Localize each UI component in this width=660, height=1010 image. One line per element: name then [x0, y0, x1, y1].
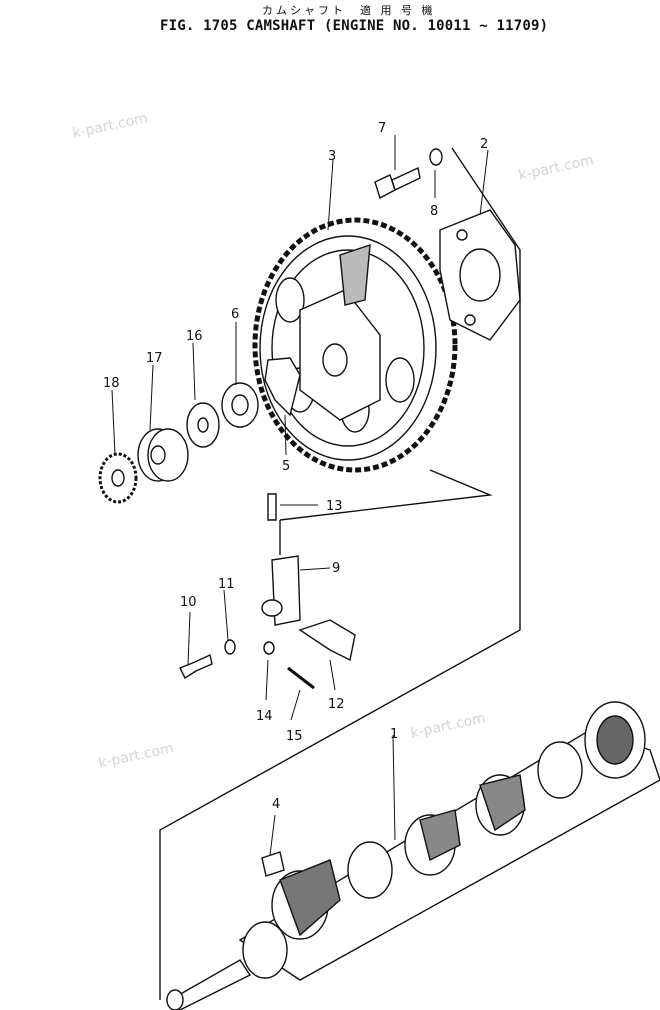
- spacer-17: [137, 428, 189, 482]
- lever-9: [261, 555, 301, 626]
- washer-16: [186, 402, 220, 448]
- label-17: 17: [146, 351, 163, 366]
- gear-18: [98, 452, 138, 504]
- assembly-frame-line: [279, 469, 493, 521]
- label-4: 4: [272, 797, 280, 812]
- label-10: 10: [180, 595, 197, 610]
- label-12: 12: [328, 697, 345, 712]
- cam-gear: [252, 217, 458, 473]
- label-6: 6: [231, 307, 239, 322]
- nut-6: [221, 382, 259, 428]
- label-15: 15: [286, 729, 303, 744]
- bolt-7: [374, 166, 421, 200]
- pin-15: [287, 666, 315, 690]
- washer-11: [224, 639, 236, 655]
- label-2: 2: [480, 137, 488, 152]
- bolt-10: [179, 653, 213, 680]
- label-3: 3: [328, 149, 336, 164]
- washer-8: [429, 148, 443, 166]
- part-number-labels: 2 3 7 8 6 16 17 18 5 13 9 11 10 12 14 15…: [103, 121, 488, 812]
- label-1: 1: [390, 727, 398, 742]
- washer-14: [263, 641, 275, 655]
- label-16: 16: [186, 329, 203, 344]
- thrust-plate: [439, 209, 521, 341]
- label-18: 18: [103, 376, 120, 391]
- label-13: 13: [326, 499, 343, 514]
- leader-lines: [111, 135, 489, 856]
- figure-title: FIG. 1705 CAMSHAFT (ENGINE NO. 10011 ~ 1…: [160, 18, 549, 34]
- camshaft: [166, 701, 660, 1010]
- arm-12: [298, 619, 356, 662]
- label-9: 9: [332, 561, 340, 576]
- pin-13: [267, 493, 277, 521]
- label-5: 5: [282, 459, 290, 474]
- woodruff-key: [261, 851, 285, 877]
- lock-plate: [264, 357, 301, 417]
- label-14: 14: [256, 709, 273, 724]
- title-japanese: カムシャフト 適 用 号 機: [262, 4, 436, 17]
- label-7: 7: [378, 121, 386, 136]
- label-8: 8: [430, 204, 438, 219]
- assembly-frame-line: [159, 147, 521, 1000]
- label-11: 11: [218, 577, 235, 592]
